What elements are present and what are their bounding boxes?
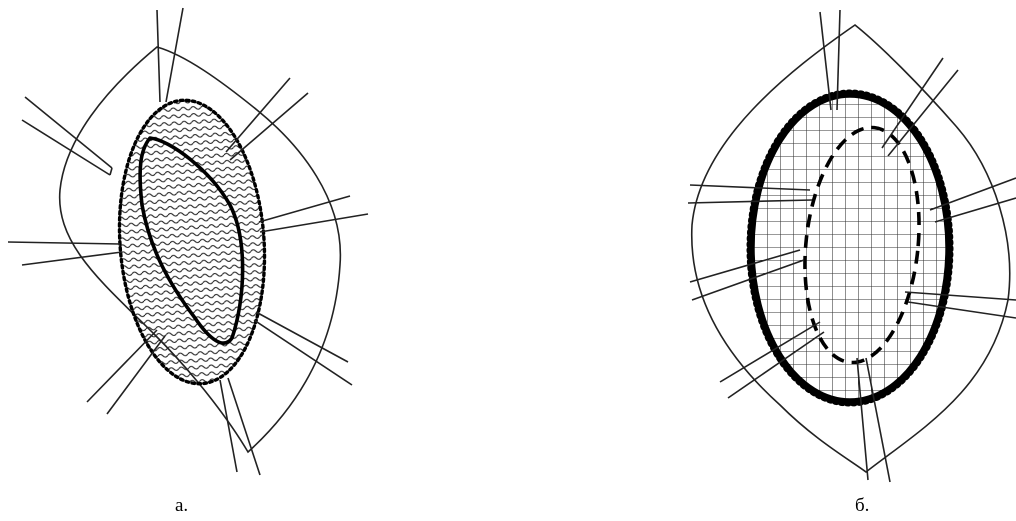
panel-a-wave-fill — [110, 95, 273, 388]
panel-a-caption: а. — [175, 496, 188, 515]
panel-a — [8, 8, 368, 475]
panel-b-caption: б. — [855, 496, 869, 515]
panel-b — [688, 10, 1016, 482]
